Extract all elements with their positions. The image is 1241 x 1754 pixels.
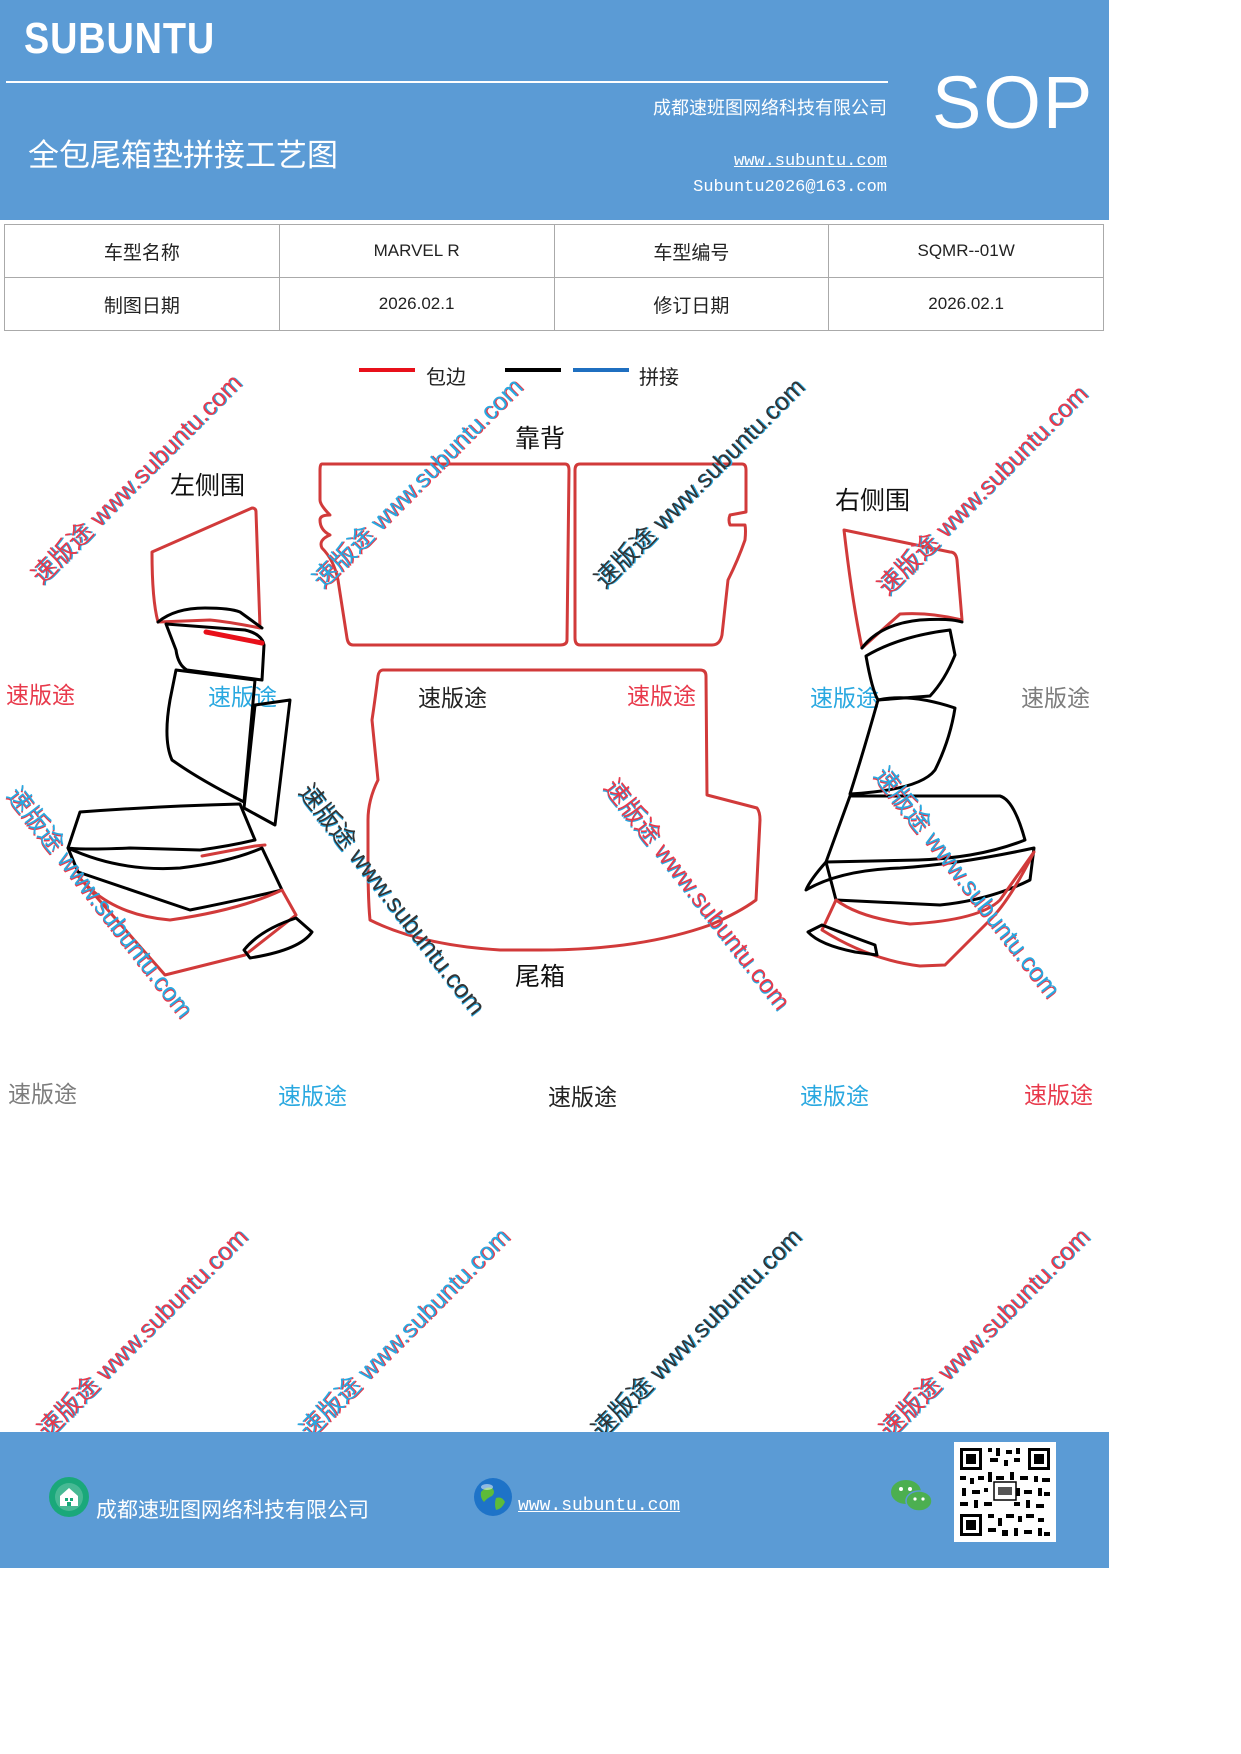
table-row: 制图日期 2026.02.1 修订日期 2026.02.1 — [4, 277, 1104, 331]
right-side-panel-3 — [864, 628, 957, 702]
backrest-left-panel — [318, 462, 571, 647]
table-cell: 2026.02.1 — [828, 277, 1104, 331]
header-website-link[interactable]: www.subuntu.com — [733, 152, 887, 171]
backrest-right-panel — [573, 462, 748, 647]
left-side-red-strip — [203, 629, 265, 646]
right-side-panel-top — [842, 528, 964, 650]
footer-banner: 成都速班图网络科技有限公司 www.subuntu.com — [0, 1432, 1109, 1568]
label-backrest: 靠背 — [515, 424, 566, 453]
table-cell: 修订日期 — [553, 277, 830, 331]
table-cell: 制图日期 — [4, 277, 280, 331]
label-left-side: 左侧围 — [170, 471, 246, 500]
trunk-floor-panel — [366, 668, 762, 952]
table-cell: 车型名称 — [4, 224, 280, 278]
footer-company: 成都速班图网络科技有限公司 — [96, 1498, 369, 1522]
watermark-url: 速版途 www.subuntu.com — [874, 1222, 1096, 1445]
left-side-panel-top — [150, 506, 262, 630]
right-side-panel-8 — [806, 923, 879, 957]
table-cell: 2026.02.1 — [278, 277, 555, 331]
trunk-mat-diagram — [66, 462, 1036, 977]
left-side-panel-7 — [66, 846, 284, 912]
header-banner: SUBUNTU 成都速班图网络科技有限公司 全包尾箱垫拼接工艺图 www.sub… — [0, 0, 1109, 220]
right-side-panel-5 — [824, 794, 1027, 864]
watermark-text: 速版途 — [800, 1084, 869, 1110]
watermark-url: 速版途 www.subuntu.com — [586, 1222, 808, 1445]
brand-logo: SUBUNTU — [24, 14, 216, 63]
left-side-panel-6 — [66, 802, 257, 852]
watermark-text: 速版途 — [6, 683, 75, 709]
table-row: 车型名称 MARVEL R 车型编号 SQMR--01W — [4, 224, 1104, 278]
wechat-icon[interactable] — [890, 1478, 934, 1514]
left-side-panel-9 — [242, 916, 314, 960]
right-side-panel-6 — [804, 846, 1036, 907]
label-trunk: 尾箱 — [515, 962, 566, 991]
table-cell: 车型编号 — [553, 224, 830, 278]
left-side-panel-8 — [76, 874, 298, 977]
footer-website-link[interactable]: www.subuntu.com — [518, 1496, 681, 1516]
watermark-text: 速版途 — [208, 685, 277, 711]
right-side-panel-4 — [848, 696, 957, 796]
right-side-panel-2 — [860, 617, 964, 650]
watermark-text: 速版途 — [278, 1084, 347, 1110]
label-right-side: 右侧围 — [835, 486, 911, 515]
watermark-text: 速版途 — [418, 686, 487, 712]
legend-label-splice: 拼接 — [639, 365, 679, 389]
table-cell: SQMR--01W — [828, 224, 1104, 278]
sop-badge: SOP — [932, 61, 1095, 144]
watermark-text: 速版途 — [1021, 686, 1090, 712]
legend-swatches — [359, 368, 629, 372]
header-email: Subuntu2026@163.com — [693, 178, 887, 197]
vehicle-info-table: 车型名称 MARVEL R 车型编号 SQMR--01W 制图日期 2026.0… — [4, 224, 1104, 331]
watermark-url: 速版途 www.subuntu.com — [32, 1222, 254, 1445]
building-icon — [49, 1477, 89, 1517]
document-title: 全包尾箱垫拼接工艺图 — [28, 138, 338, 174]
left-side-panel-5 — [242, 698, 292, 827]
right-side-panel-7 — [820, 850, 1036, 968]
qr-code-image — [954, 1442, 1056, 1542]
watermark-text: 速版途 — [1024, 1083, 1093, 1109]
header-divider — [6, 81, 888, 83]
table-cell: MARVEL R — [278, 224, 555, 278]
left-side-panel-4 — [165, 668, 257, 804]
watermark-text: 速版途 — [810, 686, 879, 712]
left-side-red-strip-2 — [200, 843, 267, 858]
watermark-text: 速版途 — [8, 1082, 77, 1108]
header-company: 成都速班图网络科技有限公司 — [653, 98, 887, 119]
watermark-text: 速版途 — [627, 684, 696, 710]
watermark-text: 速版途 — [548, 1085, 617, 1111]
legend-label-wrap: 包边 — [426, 365, 466, 389]
globe-icon — [474, 1478, 512, 1516]
left-side-panel-2 — [156, 606, 264, 630]
watermark-url: 速版途 www.subuntu.com — [294, 1222, 516, 1445]
left-side-panel-3 — [164, 622, 266, 682]
